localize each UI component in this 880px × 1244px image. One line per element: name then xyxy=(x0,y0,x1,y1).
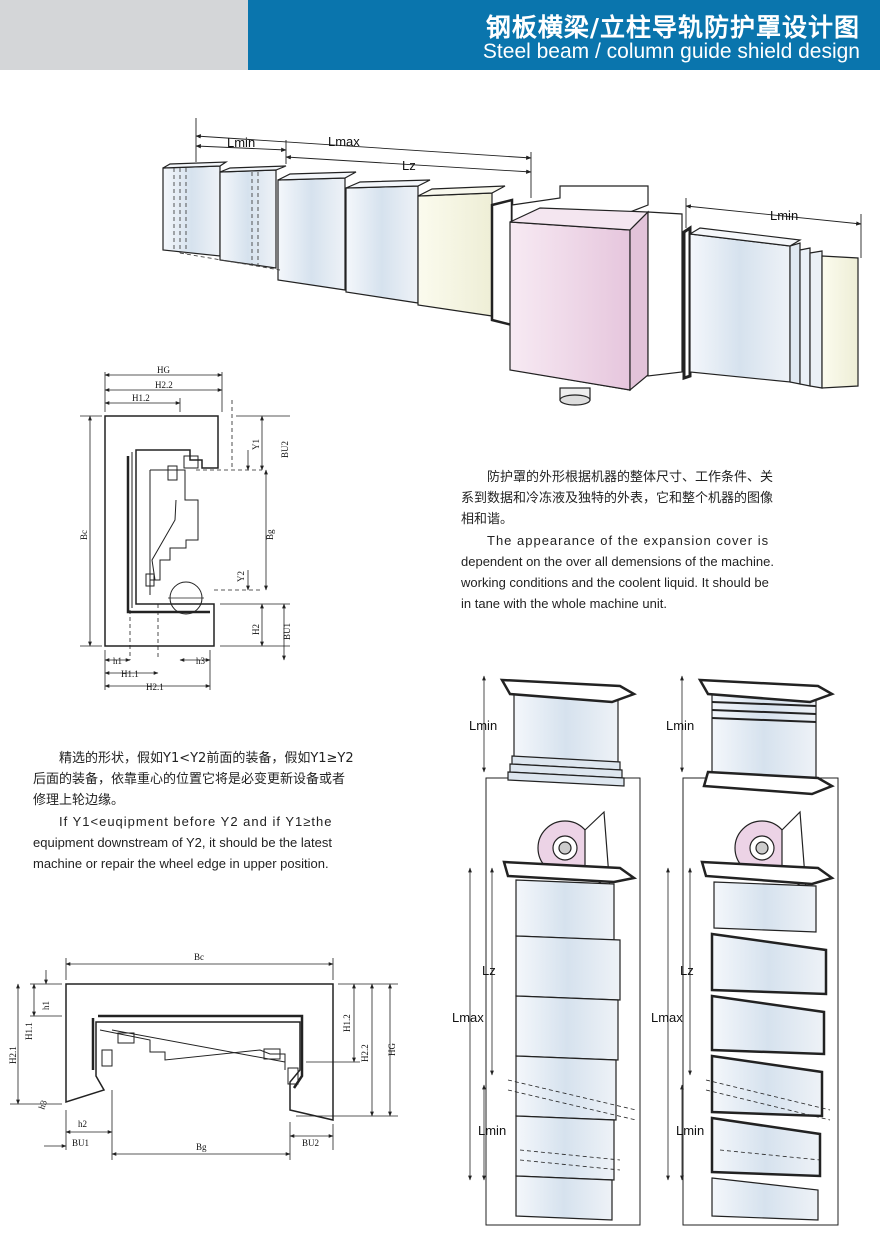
dim-bg: Bg xyxy=(265,529,275,540)
note-cn-line-2: 后面的装备，依靠重心的位置它将是必变更新设备或者 xyxy=(33,772,346,787)
dim-h12: H1.2 xyxy=(132,393,150,403)
section-drawing-2 xyxy=(10,958,398,1160)
header-banner: 钢板横梁/立柱导轨防护罩设计图 Steel beam / column guid… xyxy=(248,0,880,70)
dim-h21: H2.1 xyxy=(146,682,164,692)
dim-bg-2: Bg xyxy=(196,1142,207,1152)
note-cn-line-1: 精选的形状，假如Y1<Y2前面的装备，假如Y1≥Y2 xyxy=(59,751,354,766)
dim-bu2: BU2 xyxy=(280,441,290,458)
col-right-lmin-top: Lmin xyxy=(666,718,694,733)
dim-h3: h3 xyxy=(196,656,206,666)
dim-hg-2: HG xyxy=(387,1043,397,1056)
dim-y1: Y1 xyxy=(251,439,261,450)
desc-cn-line-2: 系到数据和冷冻液及独特的外表，它和整个机器的图像 xyxy=(461,491,774,506)
col-left-lz: Lz xyxy=(482,963,496,978)
dim-h1-2: h1 xyxy=(41,1001,51,1010)
column-cover-left xyxy=(468,675,641,1226)
col-right-lz: Lz xyxy=(680,963,694,978)
dim-bc-2: Bc xyxy=(194,952,204,962)
dim-h11: H1.1 xyxy=(121,669,139,679)
dim-h3-2: h3 xyxy=(36,1098,49,1110)
col-right-lmin-bottom: Lmin xyxy=(676,1123,704,1138)
desc-en-line-4: in tane with the whole machine unit. xyxy=(461,596,667,611)
col-left-lmax: Lmax xyxy=(452,1010,484,1025)
dim-h21-2: H2.1 xyxy=(8,1046,18,1064)
note-en-line-1: If Y1<euqipment before Y2 and if Y1≥the xyxy=(59,814,333,829)
col-left-lmin-bottom: Lmin xyxy=(478,1123,506,1138)
dim-h1-lower: h1 xyxy=(113,656,122,666)
dim-h11-2: H1.1 xyxy=(24,1022,34,1040)
dim-lz-top: Lz xyxy=(402,158,416,173)
dim-bu1: BU1 xyxy=(282,623,292,640)
dim-bu1-2: BU1 xyxy=(72,1138,89,1148)
description-block: 防护罩的外形根据机器的整体尺寸、工作条件、关 系到数据和冷冻液及独特的外表，它和… xyxy=(461,467,861,614)
dim-y2: Y2 xyxy=(236,571,246,582)
dim-h2: H2 xyxy=(251,624,261,635)
dim-bu2-2: BU2 xyxy=(302,1138,319,1148)
section-drawing-1 xyxy=(80,372,290,690)
page-title-cn: 钢板横梁/立柱导轨防护罩设计图 xyxy=(485,13,860,42)
dim-h12-2: H1.2 xyxy=(342,1014,352,1032)
header-grey-block xyxy=(0,0,248,70)
desc-en-line-2: dependent on the over all demensions of … xyxy=(461,554,774,569)
dim-lmin-top-left: Lmin xyxy=(227,135,255,150)
note-cn-line-3: 修理上轮边缘。 xyxy=(33,793,125,808)
dim-h22: H2.2 xyxy=(155,380,173,390)
desc-cn-line-1: 防护罩的外形根据机器的整体尺寸、工作条件、关 xyxy=(487,470,774,485)
note-en-line-3: machine or repair the wheel edge in uppe… xyxy=(33,856,329,871)
column-cover-right xyxy=(666,675,839,1226)
dim-bc: Bc xyxy=(79,530,89,540)
desc-en-line-3: working conditions and the coolent liqui… xyxy=(461,575,769,590)
dim-h22-2: H2.2 xyxy=(360,1044,370,1062)
dim-lmax-top: Lmax xyxy=(328,134,360,149)
col-left-lmin-top: Lmin xyxy=(469,718,497,733)
desc-cn-line-3: 相和谐。 xyxy=(461,512,514,527)
dim-hg: HG xyxy=(157,365,170,375)
dim-h2-2: h2 xyxy=(78,1119,87,1129)
col-right-lmax: Lmax xyxy=(651,1010,683,1025)
shape-note-block: 精选的形状，假如Y1<Y2前面的装备，假如Y1≥Y2 后面的装备，依靠重心的位置… xyxy=(33,748,383,874)
dim-lmin-top-right: Lmin xyxy=(770,208,798,223)
top-3d-cover-drawing xyxy=(162,118,862,406)
desc-en-line-1: The appearance of the expansion cover is xyxy=(487,533,770,548)
note-en-line-2: equipment downstream of Y2, it should be… xyxy=(33,835,332,850)
page-title-en: Steel beam / column guide shield design xyxy=(482,40,860,63)
